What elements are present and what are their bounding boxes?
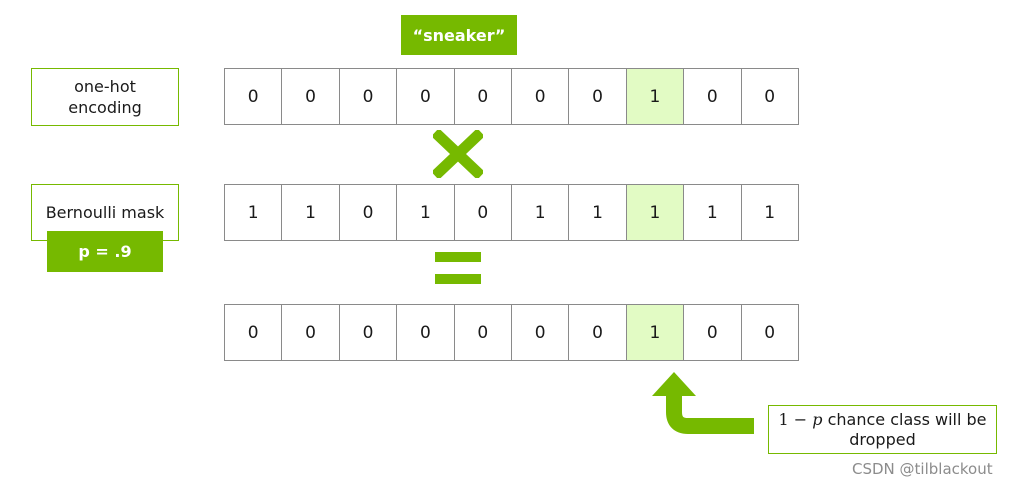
vector-cell: 0 bbox=[338, 304, 398, 361]
vector-cell: 0 bbox=[224, 304, 283, 361]
bernoulli-mask-text: Bernoulli mask bbox=[45, 203, 165, 222]
math-variable: p bbox=[812, 409, 823, 429]
vector-cell: 0 bbox=[453, 68, 512, 125]
watermark-text: CSDN @tilblackout bbox=[852, 460, 993, 478]
drop-chance-text: 1 − p chance class will be dropped bbox=[775, 410, 990, 450]
probability-text: p = .9 bbox=[78, 242, 132, 261]
multiply-icon bbox=[433, 130, 483, 178]
vector-cell: 0 bbox=[740, 68, 799, 125]
vector-cell: 0 bbox=[510, 304, 570, 361]
one-hot-encoding-label: one-hot encoding bbox=[31, 68, 179, 126]
vector-cell: 1 bbox=[625, 68, 685, 125]
equals-icon bbox=[435, 252, 481, 284]
vector-cell: 1 bbox=[396, 184, 455, 241]
vector-cell: 1 bbox=[625, 184, 685, 241]
class-label-tag: “sneaker” bbox=[401, 15, 517, 55]
vector-cell: 0 bbox=[396, 68, 455, 125]
vector-cell: 0 bbox=[453, 184, 512, 241]
vector-cell: 0 bbox=[224, 68, 283, 125]
vector-cell: 0 bbox=[281, 304, 340, 361]
vector-cell: 1 bbox=[281, 184, 340, 241]
vector-cell: 0 bbox=[568, 68, 627, 125]
note-text: chance class will be dropped bbox=[822, 409, 987, 449]
curved-arrow-icon bbox=[652, 372, 754, 434]
vector-cell: 0 bbox=[510, 68, 570, 125]
vector-cell: 1 bbox=[683, 184, 742, 241]
vector-cell: 1 bbox=[510, 184, 570, 241]
vector-cell: 0 bbox=[281, 68, 340, 125]
vector-cell: 0 bbox=[740, 304, 799, 361]
vector-cell: 0 bbox=[453, 304, 512, 361]
drop-chance-note: 1 − p chance class will be dropped bbox=[768, 405, 997, 454]
math-prefix: 1 − bbox=[778, 409, 813, 429]
watermark: CSDN @tilblackout bbox=[852, 460, 1012, 478]
vector-cell: 1 bbox=[224, 184, 283, 241]
vector-cell: 1 bbox=[568, 184, 627, 241]
vector-cell: 0 bbox=[338, 184, 398, 241]
one-hot-encoding-text: one-hot encoding bbox=[68, 77, 142, 117]
probability-tag: p = .9 bbox=[47, 231, 163, 272]
vector-cell: 1 bbox=[740, 184, 799, 241]
class-label-text: “sneaker” bbox=[412, 25, 506, 45]
vector-cell: 0 bbox=[396, 304, 455, 361]
vector-cell: 1 bbox=[625, 304, 685, 361]
vector-cell: 0 bbox=[568, 304, 627, 361]
vector-cell: 0 bbox=[683, 304, 742, 361]
vector-cell: 0 bbox=[338, 68, 398, 125]
vector-cell: 0 bbox=[683, 68, 742, 125]
